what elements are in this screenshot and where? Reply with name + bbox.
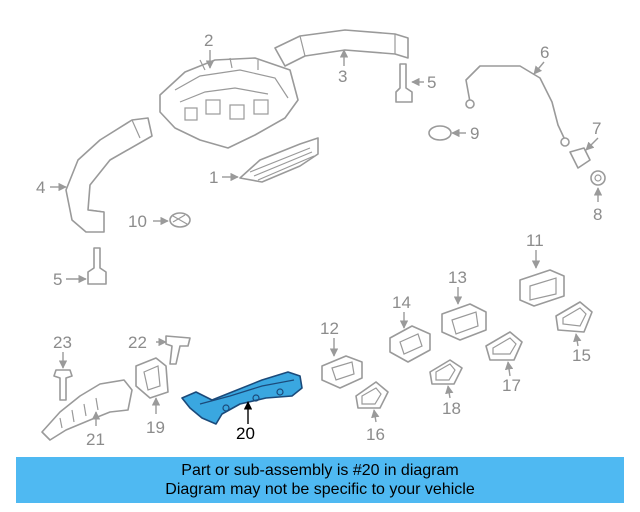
callout-2: 2	[204, 31, 213, 50]
callout-1: 1	[209, 168, 218, 187]
callout-8: 8	[593, 205, 602, 224]
part-13-vent	[441, 303, 487, 341]
part-1-grille	[239, 137, 319, 183]
part-21-lower-duct	[41, 379, 133, 441]
info-banner: Part or sub-assembly is #20 in diagram D…	[16, 457, 624, 503]
callout-9: 9	[470, 124, 479, 143]
part-12-vent	[321, 355, 363, 389]
part-5-clip-lower	[87, 247, 107, 285]
part-18-bezel	[429, 359, 463, 385]
callout-14: 14	[392, 293, 411, 312]
callout-16: 16	[366, 425, 385, 444]
callout-23: 23	[53, 333, 72, 352]
part-22-fastener	[165, 335, 191, 365]
part-10-clip	[169, 212, 191, 228]
part-4-left-duct	[65, 117, 153, 233]
callout-15: 15	[572, 346, 591, 365]
callout-4: 4	[36, 178, 45, 197]
callout-20: 20	[236, 424, 255, 443]
part-20-highlighted-duct[interactable]	[181, 371, 303, 425]
part-14-vent	[389, 325, 431, 363]
callout-22: 22	[128, 333, 147, 352]
part-11-vent	[519, 269, 565, 307]
callout-21: 21	[86, 430, 105, 449]
callout-18: 18	[442, 399, 461, 418]
parts-diagram: 2 3 5 6 7 8 9 1	[36, 29, 606, 449]
callout-5-upper: 5	[427, 73, 436, 92]
part-17-bezel	[485, 331, 523, 361]
part-6-hose	[465, 65, 570, 147]
callout-12: 12	[320, 319, 339, 338]
part-2-center-duct-housing	[159, 57, 299, 149]
part-8-grommet	[590, 170, 606, 186]
banner-line-2: Diagram may not be specific to your vehi…	[165, 481, 475, 498]
part-15-bezel	[555, 301, 593, 333]
part-5-clip-upper	[395, 63, 413, 103]
part-23-fastener	[53, 369, 73, 401]
callout-13: 13	[448, 268, 467, 287]
callout-7: 7	[592, 119, 601, 138]
callout-6: 6	[540, 43, 549, 62]
part-19-bracket	[135, 357, 169, 399]
part-16-bezel	[355, 381, 389, 409]
callout-19: 19	[146, 418, 165, 437]
banner-line-1: Part or sub-assembly is #20 in diagram	[181, 462, 459, 479]
callout-10: 10	[128, 212, 147, 231]
part-7-connector	[569, 147, 591, 169]
callout-3: 3	[338, 67, 347, 86]
part-3-upper-duct	[274, 29, 409, 67]
callout-11: 11	[526, 231, 544, 250]
callout-5-lower: 5	[53, 270, 62, 289]
part-9-seal	[428, 125, 452, 141]
callout-17: 17	[502, 376, 521, 395]
